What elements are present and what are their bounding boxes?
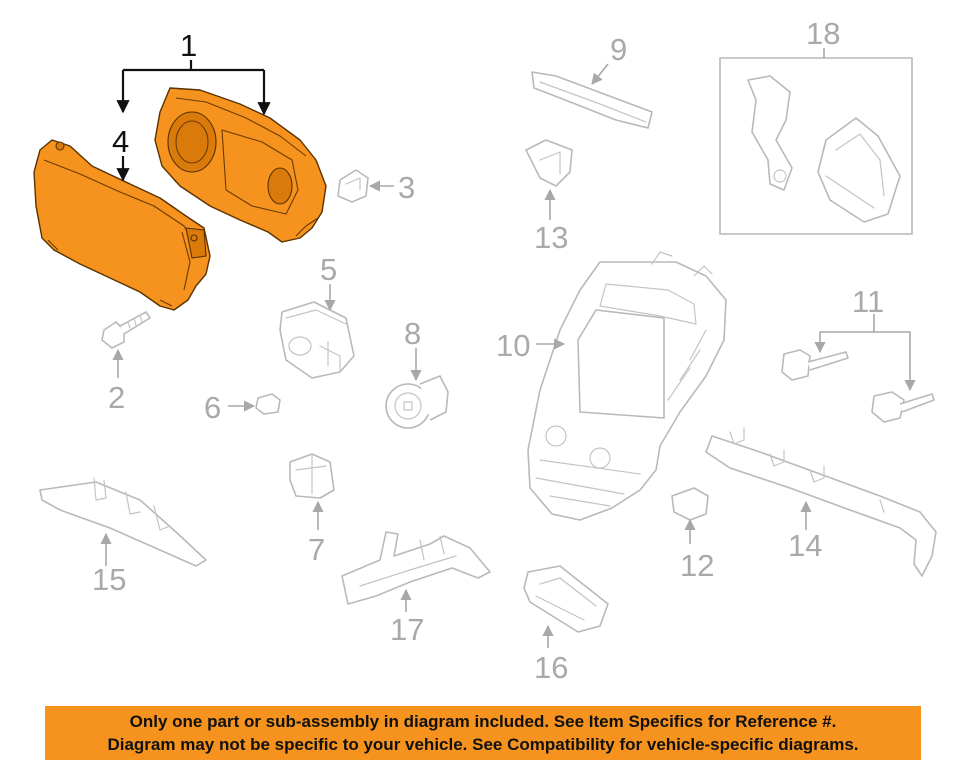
disclaimer-banner: Only one part or sub-assembly in diagram… bbox=[45, 706, 921, 760]
part-3-clip[interactable] bbox=[337, 169, 369, 203]
parts-diagram: 1 4 3 2 5 6 7 8 9 10 11 12 13 14 15 16 1… bbox=[33, 16, 937, 685]
callout-12: 12 bbox=[680, 548, 714, 583]
part-11-sensors[interactable] bbox=[781, 349, 935, 423]
part-12-clip[interactable] bbox=[671, 487, 709, 521]
part-17-bracket[interactable] bbox=[341, 531, 491, 605]
callout-14: 14 bbox=[788, 528, 822, 563]
part-7-switch[interactable] bbox=[289, 453, 335, 499]
callout-7: 7 bbox=[308, 532, 325, 567]
part-6-connector[interactable] bbox=[255, 393, 281, 415]
callout-9: 9 bbox=[610, 32, 627, 67]
callout-3: 3 bbox=[398, 170, 415, 205]
callout-15: 15 bbox=[92, 562, 126, 597]
part-15-lower-trim[interactable] bbox=[39, 477, 207, 567]
part-9-trim-strip[interactable] bbox=[531, 71, 653, 129]
part-2-bolt[interactable] bbox=[101, 311, 151, 349]
callout-17: 17 bbox=[390, 612, 424, 647]
callout-6: 6 bbox=[204, 390, 221, 425]
part-4-cluster-bezel[interactable] bbox=[33, 139, 211, 311]
disclaimer-line-2: Diagram may not be specific to your vehi… bbox=[107, 735, 859, 754]
part-18-assembly-box[interactable] bbox=[719, 57, 913, 235]
callout-1: 1 bbox=[180, 28, 197, 63]
callout-10: 10 bbox=[496, 328, 530, 363]
callout-13: 13 bbox=[534, 220, 568, 255]
callout-4: 4 bbox=[112, 124, 129, 159]
callout-16: 16 bbox=[534, 650, 568, 685]
part-16-bracket[interactable] bbox=[523, 565, 609, 633]
callout-18: 18 bbox=[806, 16, 840, 51]
callout-2: 2 bbox=[108, 380, 125, 415]
callout-5: 5 bbox=[320, 252, 337, 287]
part-14-bracket[interactable] bbox=[705, 427, 937, 577]
callout-1-leaders bbox=[116, 60, 271, 116]
part-8-start-button[interactable] bbox=[385, 375, 449, 429]
part-5-switch[interactable] bbox=[279, 301, 355, 379]
part-13-switch[interactable] bbox=[525, 139, 573, 187]
part-1-instrument-cluster[interactable] bbox=[154, 87, 327, 243]
callout-8: 8 bbox=[404, 316, 421, 351]
disclaimer-line-1: Only one part or sub-assembly in diagram… bbox=[129, 712, 837, 731]
callout-11: 11 bbox=[852, 284, 884, 319]
part-10-center-stack[interactable] bbox=[527, 251, 727, 521]
leader-lines bbox=[100, 48, 916, 648]
